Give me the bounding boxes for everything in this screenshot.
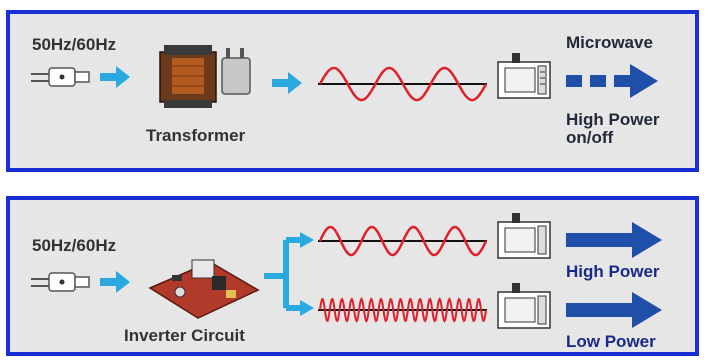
flow-arrow-icon xyxy=(100,66,130,88)
on-off-label: on/off xyxy=(566,128,614,147)
sine-wave-icon xyxy=(318,66,488,102)
plug-icon xyxy=(31,272,90,292)
microwave-oven-icon xyxy=(497,283,551,329)
frequency-label: 50Hz/60Hz xyxy=(32,236,117,255)
dashed-arrow-icon xyxy=(566,64,658,98)
frequency-label: 50Hz/60Hz xyxy=(32,35,117,54)
inverter-circuit-label: Inverter Circuit xyxy=(124,326,245,345)
low-power-label: Low Power xyxy=(566,332,656,351)
arrow-icon xyxy=(566,292,662,328)
high-power-label: High Power xyxy=(566,110,660,129)
microwave-oven-icon xyxy=(497,213,551,259)
high-power-label: High Power xyxy=(566,262,660,281)
inverter-board-icon xyxy=(148,259,260,319)
branch-arrow-icon xyxy=(264,232,314,316)
transformer-icon xyxy=(159,45,251,108)
flow-arrow-icon xyxy=(100,271,130,293)
flow-arrow-icon xyxy=(272,72,302,94)
plug-icon xyxy=(31,67,90,87)
transformer-label: Transformer xyxy=(146,126,246,145)
microwave-oven-icon xyxy=(497,53,551,99)
arrow-icon xyxy=(566,222,662,258)
low-frequency-wave-icon xyxy=(318,225,488,257)
high-frequency-wave-icon xyxy=(318,297,487,323)
microwave-label: Microwave xyxy=(566,33,653,52)
